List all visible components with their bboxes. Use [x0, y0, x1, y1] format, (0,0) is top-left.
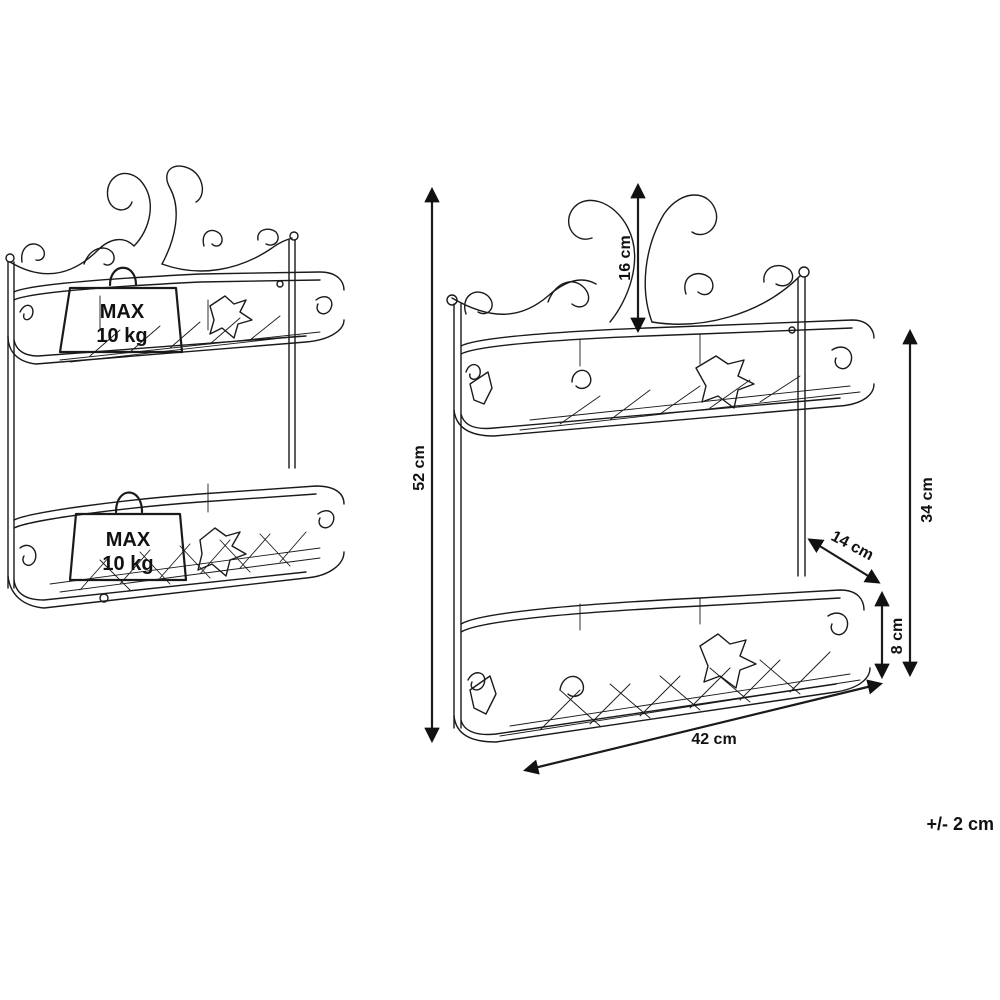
dim-label-42: 42 cm [691, 731, 736, 748]
left-crest [5, 165, 299, 275]
weight-badge: MAX 10 kg [68, 491, 188, 582]
dim-label-14: 14 cm [828, 528, 876, 564]
dim-label-8: 8 cm [889, 618, 906, 654]
right-bottom-shelf [453, 589, 871, 743]
dim-label-16: 16 cm [617, 235, 634, 280]
dimension-shelf-spacing: 34 cm [902, 328, 936, 678]
right-top-shelf [453, 319, 875, 437]
weight-label-max: MAX [106, 529, 151, 551]
weight-label-kg: 10 kg [96, 325, 147, 347]
left-shelf-illustration: MAX 10 kg MAX 10 kg [5, 165, 345, 609]
weight-badge: MAX 10 kg [58, 266, 184, 354]
tolerance-note: +/- 2 cm [926, 814, 994, 834]
dimension-crest-height: 16 cm [617, 182, 646, 334]
dimension-rail-height: 8 cm [874, 590, 906, 680]
dimension-total-height: 52 cm [411, 186, 440, 744]
dimension-depth: 14 cm [807, 528, 881, 584]
right-shelf-illustration [446, 194, 875, 743]
dim-label-34: 34 cm [919, 477, 936, 522]
weight-label-kg: 10 kg [102, 553, 153, 575]
weight-label-max: MAX [100, 301, 145, 323]
left-bottom-shelf [7, 483, 345, 609]
dim-label-52: 52 cm [411, 445, 428, 490]
dimension-width: 42 cm [523, 679, 883, 775]
left-top-shelf [7, 271, 345, 365]
